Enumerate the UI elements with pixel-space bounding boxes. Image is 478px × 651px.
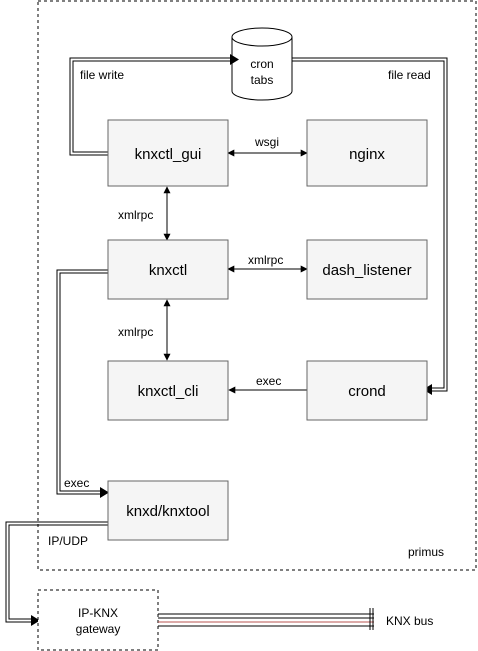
nginx-node: nginx: [306, 119, 428, 187]
crond-cli-exec-label: exec: [256, 374, 281, 388]
knxctl-knxd-exec-edge: [56, 269, 108, 495]
knxctl-dash-xmlrpc-label: xmlrpc: [248, 253, 283, 267]
knxctl-gui-label: knxctl_gui: [135, 146, 202, 163]
ip-udp-edge: [5, 521, 108, 623]
knxctl-cli-node: knxctl_cli: [107, 360, 229, 421]
knx-bus: [158, 608, 374, 630]
knxctl-gui-node: knxctl_gui: [107, 119, 229, 187]
gateway-line1: IP-KNX: [78, 606, 118, 620]
file-write-arrowhead: [230, 54, 239, 65]
gui-knxctl-xmlrpc-label: xmlrpc: [118, 208, 153, 222]
knx-bus-label: KNX bus: [386, 614, 433, 628]
crond-node: crond: [306, 360, 428, 421]
gateway-line2: gateway: [76, 622, 121, 636]
knxctl-knxd-exec-label: exec: [64, 476, 89, 490]
nginx-label: nginx: [349, 146, 385, 163]
knxd-label: knxd/knxtool: [126, 503, 209, 520]
cron-tabs-storage: cron tabs: [231, 27, 293, 101]
primus-frame: [37, 0, 477, 571]
knxctl-node: knxctl: [107, 239, 229, 300]
file-read-edge: [292, 57, 448, 392]
ip-udp-label: IP/UDP: [48, 534, 88, 548]
dash-listener-node: dash_listener: [306, 239, 428, 300]
ip-udp-arrowhead: [31, 615, 40, 626]
knxctl-cli-xmlrpc-label: xmlrpc: [118, 325, 153, 339]
cron-tabs-line1: cron: [250, 57, 273, 71]
knxd-node: knxd/knxtool: [107, 480, 229, 541]
knxctl-cli-label: knxctl_cli: [138, 383, 199, 400]
file-write-label: file write: [80, 68, 124, 82]
file-write-edge: [69, 57, 230, 156]
knxctl-knxd-exec-arrowhead: [100, 487, 109, 498]
cron-tabs-line2: tabs: [251, 73, 274, 87]
ip-knx-gateway-node: IP-KNX gateway: [37, 589, 159, 651]
file-read-label: file read: [388, 68, 431, 82]
knxctl-label: knxctl: [149, 262, 187, 279]
wsgi-label: wsgi: [254, 135, 279, 149]
crond-label: crond: [348, 383, 386, 400]
primus-label: primus: [408, 545, 444, 559]
dash-listener-label: dash_listener: [322, 262, 411, 279]
